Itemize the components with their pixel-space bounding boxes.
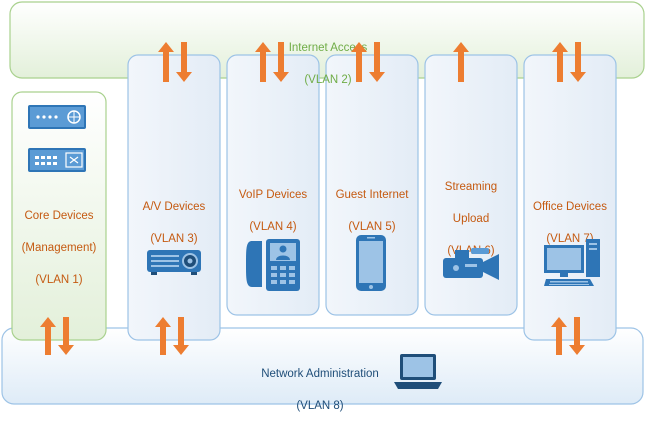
bidirectional-arrow-icon xyxy=(255,42,289,82)
access-arrows xyxy=(40,42,586,355)
vlan3-label: A/V Devices (VLAN 3) xyxy=(142,201,206,245)
bidirectional-arrow-icon xyxy=(158,42,192,82)
vlan4-label: VoIP Devices (VLAN 4) xyxy=(238,189,308,233)
projector-icon xyxy=(147,250,201,275)
network-admin-title: Network Administration xyxy=(261,368,379,380)
vlan1-label: Core Devices (Management) (VLAN 1) xyxy=(21,210,97,286)
network-admin-label: Network Administration (VLAN 8) xyxy=(220,350,420,430)
network-switch-icon xyxy=(28,105,86,129)
laptop-icon xyxy=(394,354,442,389)
bidirectional-arrow-icon xyxy=(155,317,189,355)
vlan6-zone xyxy=(424,54,518,316)
voip-phone-icon xyxy=(246,239,300,291)
desktop-computer-icon xyxy=(544,239,600,286)
smartphone-icon xyxy=(356,235,386,291)
bidirectional-arrow-icon xyxy=(351,42,385,82)
upload-arrow-icon xyxy=(453,42,469,82)
vlan5-zone xyxy=(325,54,419,316)
bidirectional-arrow-icon xyxy=(40,317,74,355)
video-camera-icon xyxy=(443,248,499,280)
internet-access-vlan: (VLAN 2) xyxy=(304,74,352,86)
network-switch-icon xyxy=(28,148,86,172)
vlan5-label: Guest Internet (VLAN 5) xyxy=(335,189,409,233)
bidirectional-arrow-icon xyxy=(552,42,586,82)
bidirectional-arrow-icon xyxy=(551,317,585,355)
